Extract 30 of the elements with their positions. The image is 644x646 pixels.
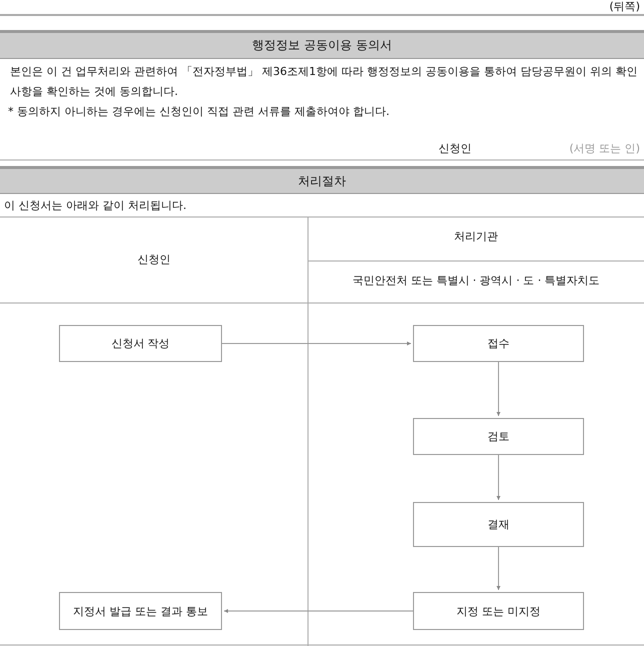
arrow	[224, 609, 414, 613]
column-header: 처리기관	[453, 230, 499, 244]
process-box	[59, 325, 222, 362]
node-label: 지정서 발급 또는 결과 통보	[73, 604, 208, 618]
node-label: 지정 또는 미지정	[456, 604, 540, 618]
node-label: 접수	[488, 336, 510, 351]
process-box	[413, 325, 584, 362]
arrow	[496, 362, 500, 416]
section-header-band	[0, 166, 644, 194]
consent-paragraph: 본인은 이 건 업무처리와 관련하여 「전자정부법」 제36조제1항에 따라 행정정보의 공동이용을 통하여 담당공무원이 위의 확인사항을 확인하는 것에 동의합니다.	[10, 64, 638, 100]
signature-label: 신청인	[438, 142, 472, 156]
process-box	[413, 418, 584, 455]
arrow	[496, 546, 500, 590]
process-box	[59, 592, 222, 630]
node-label: 행정정보 공동이용 동의서	[252, 37, 392, 54]
column-subheader: 국민안전처 또는 특별시 · 광역시 · 도 · 특별자치도	[351, 274, 601, 288]
process-box	[413, 502, 584, 547]
arrow	[222, 342, 412, 346]
signature-hint: (서명 또는 인)	[568, 142, 640, 156]
arrow	[496, 454, 500, 500]
footnote: * 동의하지 아니하는 경우에는 신청인이 직접 관련 서류를 제출하여야 합니다.	[8, 105, 390, 119]
process-box	[413, 592, 584, 630]
node-label: 검토	[488, 429, 510, 444]
node-label: 신청서 작성	[111, 336, 170, 351]
instruction-text: 이 신청서는 아래와 같이 처리됩니다.	[4, 199, 188, 213]
column-header: 신청인	[136, 253, 172, 267]
page-side-note: (뒤쪽)	[608, 0, 640, 14]
node-label: 처리절차	[298, 172, 346, 190]
section-header-band	[0, 30, 644, 59]
node-label: 결재	[488, 517, 510, 532]
